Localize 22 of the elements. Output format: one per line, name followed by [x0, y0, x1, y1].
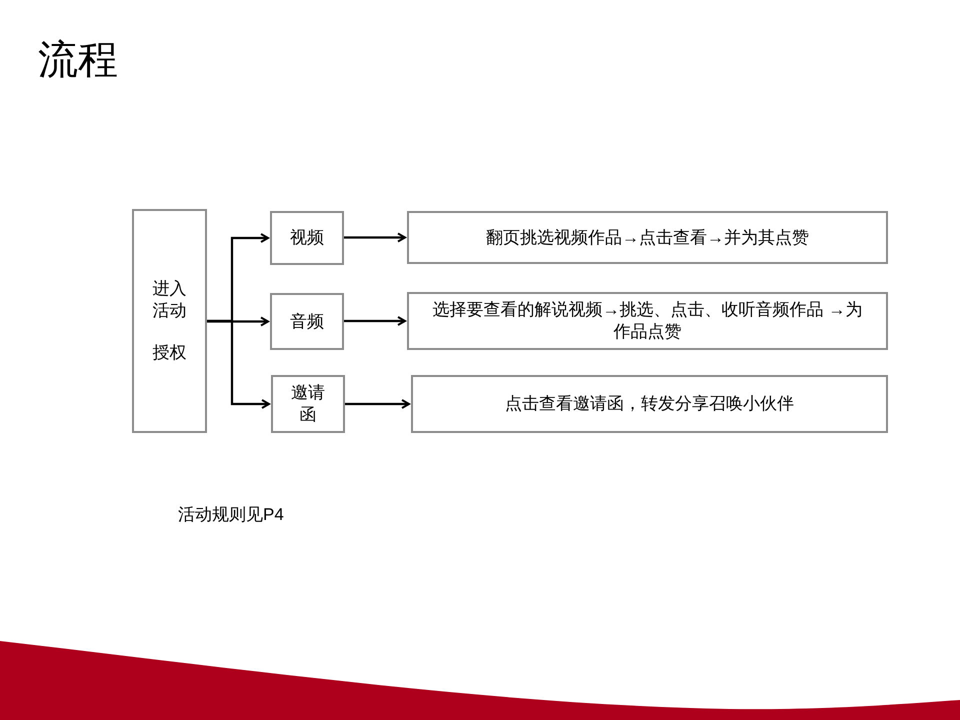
process-box — [411, 375, 888, 433]
box-text: 选择要查看的解说视频→挑选、点击、收听音频作品 →为作品点赞 — [432, 299, 864, 343]
arrow — [344, 316, 406, 326]
title: 流程 — [38, 40, 118, 80]
box-text: 授权 — [152, 342, 188, 364]
box-text: 翻页挑选视频作品→点击查看→并为其点赞 — [486, 226, 809, 248]
box-text: 音频 — [290, 310, 324, 332]
process-box — [271, 375, 345, 433]
process-box — [132, 209, 207, 433]
box-text: 邀请函 — [290, 382, 326, 426]
arrow — [344, 232, 406, 242]
process-box — [270, 293, 344, 350]
arrow — [345, 399, 410, 409]
arrow — [207, 320, 270, 409]
process-box — [270, 211, 344, 265]
process-box — [407, 292, 888, 350]
box-text: 视频 — [290, 227, 324, 249]
box-text: 进入活动 — [152, 278, 188, 322]
process-box — [407, 211, 888, 264]
arrow — [207, 316, 269, 326]
note: 活动规则见P4 — [178, 504, 284, 526]
box-text: 点击查看邀请函，转发分享召唤小伙伴 — [505, 393, 794, 415]
